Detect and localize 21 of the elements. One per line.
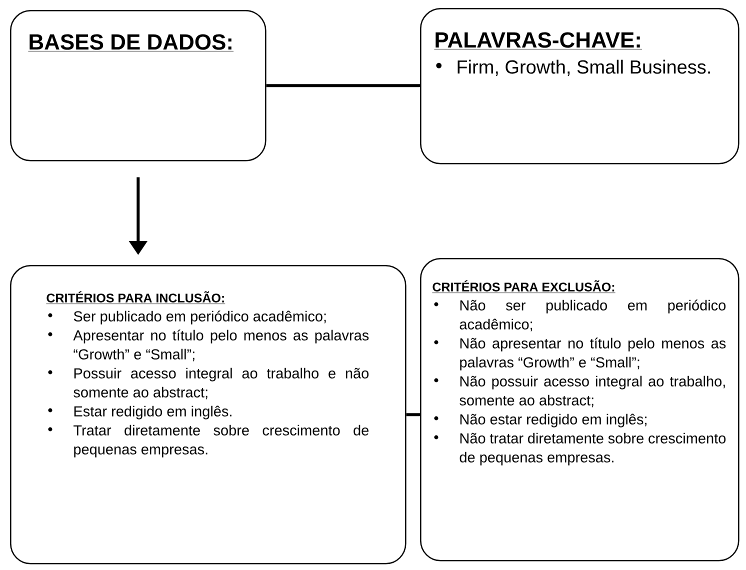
heading: BASES DE DADOS: <box>28 34 234 52</box>
connector <box>406 413 420 416</box>
bullet-item: Não ser publicado em periódico acadêmico; <box>460 300 726 332</box>
rounded-box <box>10 10 266 162</box>
connector <box>266 84 420 88</box>
bullet-item: Apresentar no título pelo menos as palavras “Growth” e “Small”; <box>73 330 369 362</box>
bullet-item: Não tratar diretamente sobre crescimento de pequenas empresas. <box>460 432 726 466</box>
heading: CRITÉRIOS PARA EXCLUSÃO: <box>432 280 616 294</box>
bullet-item: Estar redigido em inglês. <box>74 406 232 420</box>
bullet-item: Não apresentar no título pelo menos as palavras “Growth” e “Small”; <box>460 338 726 370</box>
bullet-item: Não possuir acesso integral ao trabalho, somente ao abstract; <box>460 376 725 408</box>
bullet-item: Não estar redigido em inglês; <box>460 414 646 428</box>
bullet-item: Firm, Growth, Small Business. <box>458 60 710 76</box>
bullet-item: Ser publicado em periódico acadêmico; <box>74 310 326 324</box>
heading: CRITÉRIOS PARA INCLUSÃO: <box>46 291 226 304</box>
rounded-box <box>420 258 740 562</box>
rounded-box <box>420 8 740 164</box>
bullet-item: Tratar diretamente sobre crescimento de pequenas empresas. <box>74 424 369 458</box>
bullet-item: Possuir acesso integral ao trabalho e não somente ao abstract; <box>74 368 369 400</box>
heading: PALAVRAS-CHAVE: <box>434 32 642 50</box>
rounded-box <box>10 265 406 564</box>
